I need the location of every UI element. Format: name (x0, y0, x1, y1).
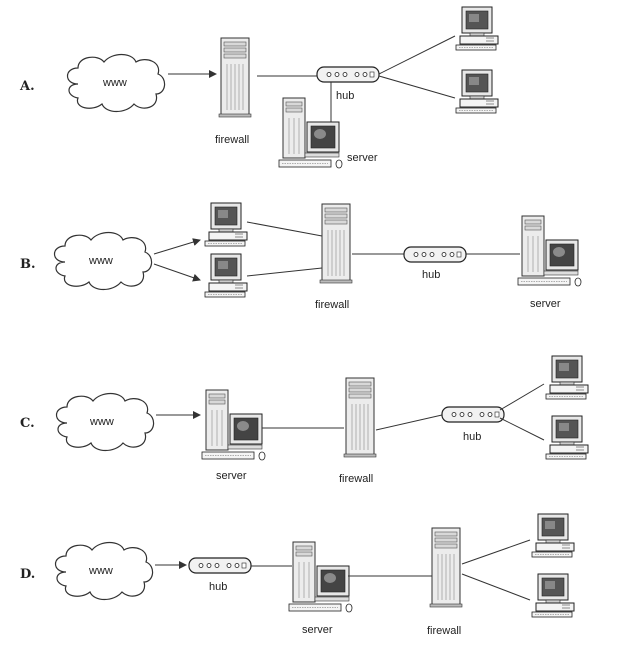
option-a-hub-icon (316, 66, 380, 83)
option-c-server-icon (201, 389, 266, 461)
option-d-label: D. (20, 567, 35, 582)
option-c-link-firewall-hub (375, 414, 443, 431)
option-b-workstation-2-icon (204, 253, 248, 298)
option-d-cloud-label: www (88, 565, 113, 577)
option-b-arrow-1 (153, 238, 201, 255)
option-b: B. www firewall hub server (20, 202, 582, 311)
option-b-arrow-2 (153, 263, 201, 282)
option-a-cloud-label: www (102, 77, 127, 89)
option-c-firewall-icon (343, 377, 377, 458)
option-c-server-label: server (216, 470, 247, 482)
option-d-server-icon (288, 541, 353, 613)
option-a-label: A. (19, 79, 35, 94)
option-b-link-pc1-firewall (246, 221, 323, 237)
option-d-hub-icon (188, 557, 252, 574)
option-a-firewall-icon (218, 37, 252, 118)
option-a-link-hub-pc1 (378, 35, 456, 75)
option-d-firewall-icon (429, 527, 463, 608)
option-b-hub-label: hub (422, 269, 440, 281)
option-d-firewall-label: firewall (427, 625, 461, 637)
option-c-cloud-label: www (89, 416, 114, 428)
option-b-link-pc2-firewall (246, 267, 323, 277)
option-d-workstation-1-icon (531, 513, 575, 558)
option-a-workstation-1-icon (455, 6, 499, 51)
option-d-link-firewall-pc1 (461, 539, 531, 565)
option-b-server-label: server (530, 298, 561, 310)
option-b-cloud-label: www (88, 255, 113, 267)
option-c-workstation-2-icon (545, 415, 589, 460)
option-d-hub-label: hub (209, 581, 227, 593)
option-d: D. www hub server firewall (20, 513, 575, 637)
option-d-server-label: server (302, 624, 333, 636)
option-a-hub-label: hub (336, 90, 354, 102)
option-a-workstation-2-icon (455, 69, 499, 114)
option-c-hub-icon (441, 406, 505, 423)
option-a-firewall-label: firewall (215, 134, 249, 146)
option-c-link-hub-pc1 (499, 383, 545, 411)
option-a-link-hub-pc2 (378, 75, 456, 99)
option-c-workstation-1-icon (545, 355, 589, 400)
option-a-server-label: server (347, 152, 378, 164)
option-b-hub-icon (403, 246, 467, 263)
option-d-link-firewall-pc2 (461, 573, 531, 601)
option-c-hub-label: hub (463, 431, 481, 443)
option-c-firewall-label: firewall (339, 473, 373, 485)
option-a-server-icon (278, 97, 343, 169)
option-b-server-icon (517, 215, 582, 287)
option-a: A. www firewall hub server (19, 6, 499, 169)
option-c-label: C. (20, 416, 35, 431)
option-c: C. www server firewall hub (20, 355, 589, 485)
option-b-firewall-label: firewall (315, 299, 349, 311)
option-b-firewall-icon (319, 203, 353, 284)
option-b-workstation-1-icon (204, 202, 248, 247)
option-b-label: B. (20, 257, 36, 272)
option-d-workstation-2-icon (531, 573, 575, 618)
option-c-link-hub-pc2 (499, 417, 545, 441)
